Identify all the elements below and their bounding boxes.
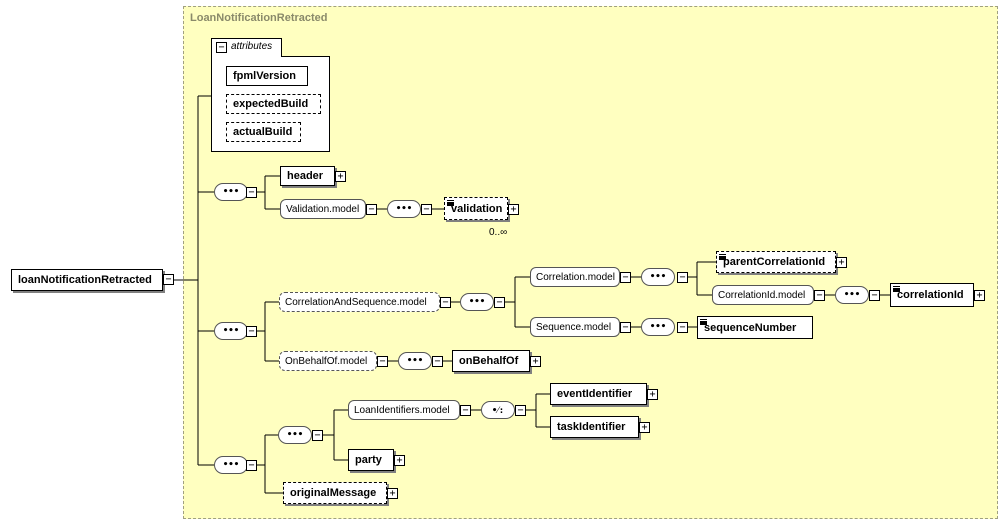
element-original-message[interactable]: originalMessage bbox=[283, 482, 387, 504]
sequence-compositor-icon: ••• bbox=[278, 426, 312, 444]
root-element-label: loanNotificationRetracted bbox=[18, 274, 152, 286]
expand-icon[interactable]: + bbox=[387, 488, 398, 499]
root-element-box[interactable]: loanNotificationRetracted bbox=[11, 269, 163, 291]
expand-icon[interactable]: + bbox=[836, 257, 847, 268]
collapse-icon[interactable]: − bbox=[432, 356, 443, 367]
complex-type-title: LoanNotificationRetracted bbox=[190, 12, 328, 24]
sequence-compositor-icon: ••• bbox=[641, 268, 675, 286]
sequence-compositor-icon: ••• bbox=[835, 286, 869, 304]
choice-compositor-icon: •⁄: bbox=[481, 401, 515, 419]
expand-icon[interactable]: + bbox=[639, 422, 650, 433]
simple-type-icon bbox=[893, 286, 900, 288]
element-sequence-number[interactable]: sequenceNumber bbox=[697, 316, 813, 339]
collapse-icon[interactable]: − bbox=[494, 297, 505, 308]
sequence-compositor-icon: ••• bbox=[214, 456, 248, 474]
sequence-compositor-icon: ••• bbox=[398, 352, 432, 370]
collapse-icon[interactable]: − bbox=[869, 290, 880, 301]
element-task-identifier[interactable]: taskIdentifier bbox=[550, 416, 639, 438]
attributes-label: attributes bbox=[231, 41, 273, 52]
simple-type-icon bbox=[447, 200, 454, 202]
occurrence-label: 0..∞ bbox=[489, 227, 508, 238]
collapse-icon[interactable]: − bbox=[620, 272, 631, 283]
simple-type-icon bbox=[719, 254, 726, 256]
group-sequence-model[interactable]: Sequence.model bbox=[530, 317, 620, 337]
attribute-fpml-version[interactable]: fpmlVersion bbox=[226, 66, 308, 86]
collapse-icon[interactable]: − bbox=[677, 322, 688, 333]
collapse-icon[interactable]: − bbox=[312, 430, 323, 441]
attribute-expected-build[interactable]: expectedBuild bbox=[226, 94, 321, 114]
group-loan-identifiers-model[interactable]: LoanIdentifiers.model bbox=[348, 400, 460, 420]
collapse-icon[interactable]: − bbox=[366, 204, 377, 215]
collapse-icon[interactable]: − bbox=[246, 187, 257, 198]
group-correlation-model[interactable]: Correlation.model bbox=[530, 267, 620, 287]
element-on-behalf-of[interactable]: onBehalfOf bbox=[452, 350, 530, 372]
collapse-icon[interactable]: − bbox=[216, 42, 227, 53]
collapse-icon[interactable]: − bbox=[246, 326, 257, 337]
element-validation[interactable]: validation bbox=[444, 197, 508, 220]
element-party[interactable]: party bbox=[348, 449, 394, 471]
sequence-compositor-icon: ••• bbox=[460, 293, 494, 311]
collapse-icon[interactable]: − bbox=[440, 297, 451, 308]
element-header[interactable]: header bbox=[280, 166, 335, 186]
expand-icon[interactable]: + bbox=[530, 356, 541, 367]
expand-icon[interactable]: + bbox=[335, 171, 346, 182]
simple-type-icon bbox=[700, 319, 707, 321]
expand-icon[interactable]: + bbox=[647, 389, 658, 400]
sequence-compositor-icon: ••• bbox=[387, 200, 421, 218]
element-parent-correlation-id[interactable]: parentCorrelationId bbox=[716, 251, 836, 273]
element-event-identifier[interactable]: eventIdentifier bbox=[550, 383, 647, 405]
collapse-icon[interactable]: − bbox=[814, 290, 825, 301]
expand-icon[interactable]: + bbox=[974, 290, 985, 301]
attribute-actual-build[interactable]: actualBuild bbox=[226, 122, 301, 142]
collapse-icon[interactable]: − bbox=[515, 405, 526, 416]
sequence-compositor-icon: ••• bbox=[214, 322, 248, 340]
collapse-icon[interactable]: − bbox=[163, 274, 174, 285]
expand-icon[interactable]: + bbox=[508, 204, 519, 215]
expand-icon[interactable]: + bbox=[394, 455, 405, 466]
group-on-behalf-of-model[interactable]: OnBehalfOf.model bbox=[279, 351, 377, 371]
collapse-icon[interactable]: − bbox=[246, 460, 257, 471]
collapse-icon[interactable]: − bbox=[460, 405, 471, 416]
group-correlation-and-sequence-model[interactable]: CorrelationAndSequence.model bbox=[279, 292, 440, 312]
sequence-compositor-icon: ••• bbox=[214, 183, 248, 201]
collapse-icon[interactable]: − bbox=[677, 272, 688, 283]
attributes-tab bbox=[211, 38, 282, 57]
collapse-icon[interactable]: − bbox=[421, 204, 432, 215]
collapse-icon[interactable]: − bbox=[620, 322, 631, 333]
group-correlation-id-model[interactable]: CorrelationId.model bbox=[712, 285, 814, 305]
group-validation-model[interactable]: Validation.model bbox=[280, 199, 366, 219]
collapse-icon[interactable]: − bbox=[377, 356, 388, 367]
sequence-compositor-icon: ••• bbox=[641, 318, 675, 336]
element-correlation-id[interactable]: correlationId bbox=[890, 283, 974, 307]
